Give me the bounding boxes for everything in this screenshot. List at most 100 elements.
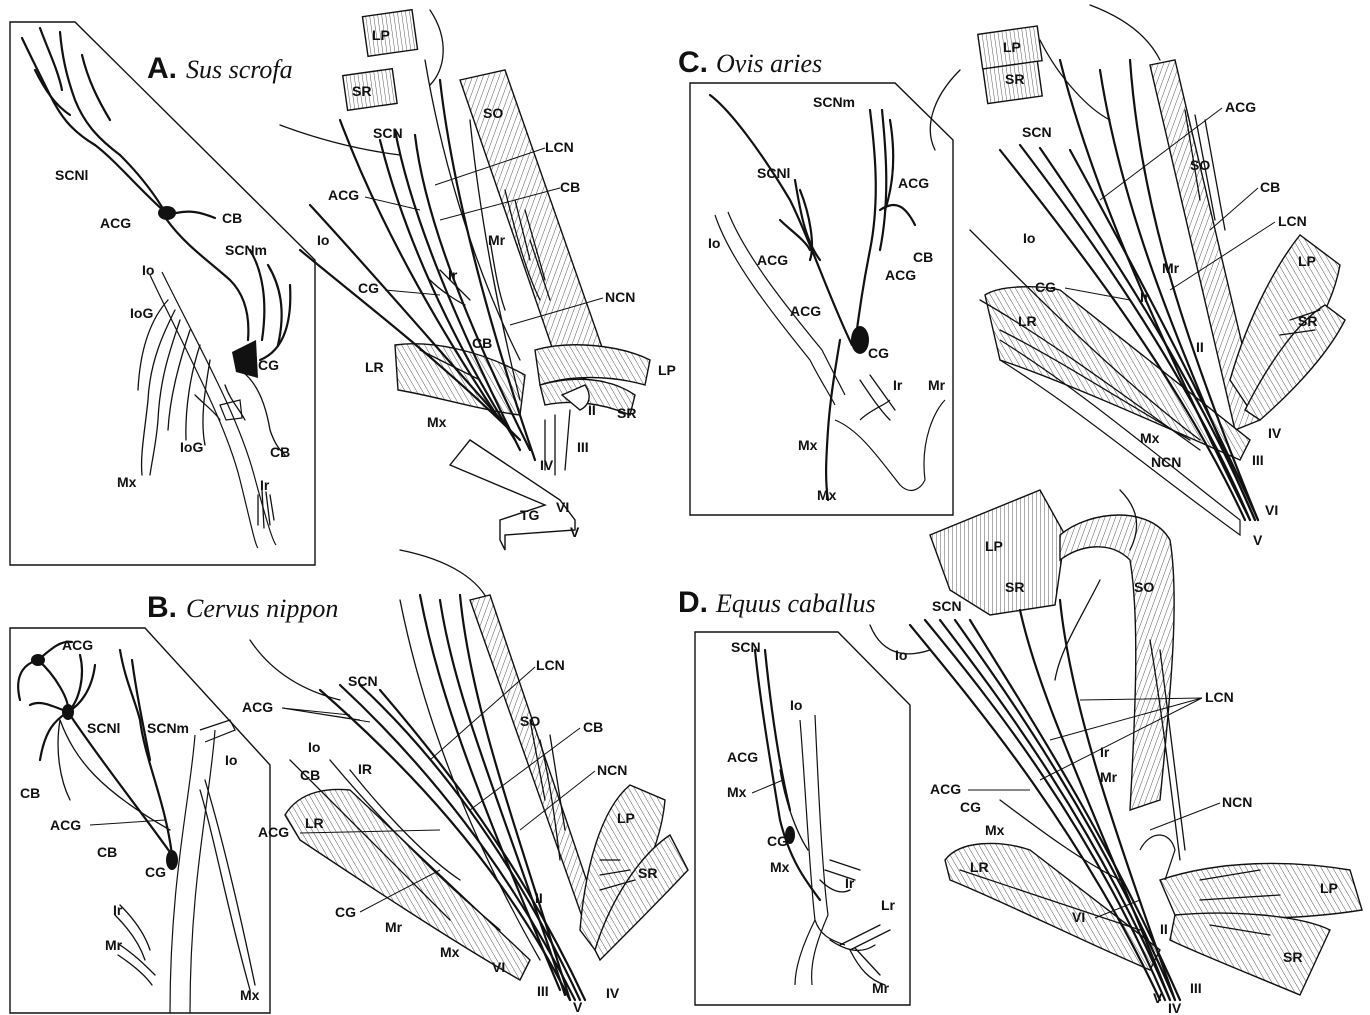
b-lp: LP bbox=[617, 810, 635, 826]
panel-d-inset: SCN Io ACG Mx CG Mx Ir Lr Mr bbox=[695, 632, 910, 1005]
a-sr: SR bbox=[617, 405, 636, 421]
b-vi: VI bbox=[492, 959, 505, 975]
c-inset-scnl: SCNl bbox=[757, 165, 790, 181]
d-io: Io bbox=[895, 647, 907, 663]
b-cb2: CB bbox=[300, 767, 320, 783]
c-inset-io: Io bbox=[708, 235, 720, 251]
b-inset-mr: Mr bbox=[105, 937, 123, 953]
a-lp-top: LP bbox=[372, 27, 390, 43]
b-scn: SCN bbox=[348, 673, 378, 689]
b-cb1: CB bbox=[583, 719, 603, 735]
a-inset-io: Io bbox=[142, 262, 154, 278]
a-lp: LP bbox=[658, 362, 676, 378]
c-so: SO bbox=[1190, 157, 1210, 173]
c-vi: VI bbox=[1265, 502, 1278, 518]
c-ncn: NCN bbox=[1151, 454, 1181, 470]
a-cg: CG bbox=[358, 280, 379, 296]
d-inset-mr: Mr bbox=[872, 980, 890, 996]
d-inset-ir: Ir bbox=[845, 875, 855, 891]
b-mr: Mr bbox=[385, 919, 403, 935]
d-iii: III bbox=[1190, 980, 1202, 996]
d-cg: CG bbox=[960, 799, 981, 815]
b-cg: CG bbox=[335, 904, 356, 920]
d-lr: LR bbox=[970, 859, 989, 875]
a-inset-iog1: IoG bbox=[130, 305, 153, 321]
c-iv: IV bbox=[1268, 425, 1282, 441]
b-inset-cb2: CB bbox=[97, 844, 117, 860]
panel-d: D. Equus caballus SCN Io ACG Mx CG Mx Ir… bbox=[678, 490, 1362, 1015]
d-inset-mx1: Mx bbox=[727, 784, 747, 800]
a-inset-ir: Ir bbox=[260, 477, 270, 493]
panel-b: B. Cervus nippon ACG SCNl SCNm Io CB ACG bbox=[10, 550, 688, 1015]
b-lr: LR bbox=[305, 815, 324, 831]
c-inset-cb: CB bbox=[913, 249, 933, 265]
c-lcn: LCN bbox=[1278, 213, 1307, 229]
c-cb: CB bbox=[1260, 179, 1280, 195]
a-mr: Mr bbox=[488, 232, 506, 248]
b-inset-io: Io bbox=[225, 752, 237, 768]
d-v: V bbox=[1153, 990, 1163, 1006]
a-cb2: CB bbox=[472, 335, 492, 351]
a-inset-mx: Mx bbox=[117, 474, 137, 490]
a-mx: Mx bbox=[427, 414, 447, 430]
b-iii: III bbox=[537, 983, 549, 999]
c-lp: LP bbox=[1298, 253, 1316, 269]
a-inset-acg: ACG bbox=[100, 215, 131, 231]
panel-c: C. Ovis aries SCNm SCNl ACG Io CB ACG AC… bbox=[678, 5, 1345, 548]
b-so: SO bbox=[520, 713, 540, 729]
d-ncn: NCN bbox=[1222, 794, 1252, 810]
b-inset-acg1: ACG bbox=[62, 637, 93, 653]
c-inset-acg3: ACG bbox=[885, 267, 916, 283]
a-inset-cg: CG bbox=[258, 357, 279, 373]
c-inset-mx1: Mx bbox=[798, 437, 818, 453]
panel-c-inset: SCNm SCNl ACG Io CB ACG ACG ACG CG Ir Mr… bbox=[690, 83, 953, 515]
d-lp-top: LP bbox=[985, 538, 1003, 554]
a-inset-cb2: CB bbox=[270, 444, 290, 460]
d-inset-lr: Lr bbox=[881, 897, 896, 913]
d-so: SO bbox=[1134, 579, 1154, 595]
panel-c-main: LP SR bbox=[930, 5, 1345, 548]
a-lcn: LCN bbox=[545, 139, 574, 155]
c-v: V bbox=[1253, 532, 1263, 548]
panel-c-species: Ovis aries bbox=[716, 49, 822, 78]
a-cb1: CB bbox=[560, 179, 580, 195]
b-v: V bbox=[573, 999, 583, 1015]
d-inset-scn: SCN bbox=[731, 639, 761, 655]
a-scn: SCN bbox=[373, 125, 403, 141]
b-acg1: ACG bbox=[242, 699, 273, 715]
panel-c-letter: C. bbox=[678, 46, 708, 79]
c-io: Io bbox=[1023, 230, 1035, 246]
a-inset-cb1: CB bbox=[222, 210, 242, 226]
panel-d-letter: D. bbox=[678, 586, 708, 619]
c-mx: Mx bbox=[1140, 430, 1160, 446]
b-acg2: ACG bbox=[258, 824, 289, 840]
a-acg: ACG bbox=[328, 187, 359, 203]
c-inset-acg2: ACG bbox=[757, 252, 788, 268]
a-so: SO bbox=[483, 105, 503, 121]
d-sr-top: SR bbox=[1005, 579, 1024, 595]
a-v: V bbox=[570, 524, 580, 540]
d-iv: IV bbox=[1168, 1000, 1182, 1015]
c-mr: Mr bbox=[1162, 260, 1180, 276]
panel-b-inset: ACG SCNl SCNm Io CB ACG CB CG Ir Mr Mx bbox=[10, 628, 270, 1013]
b-ncn: NCN bbox=[597, 762, 627, 778]
d-sr: SR bbox=[1283, 949, 1302, 965]
b-inset-acg2: ACG bbox=[50, 817, 81, 833]
panel-a-letter: A. bbox=[147, 52, 177, 85]
d-lcn: LCN bbox=[1205, 689, 1234, 705]
a-ncn: NCN bbox=[605, 289, 635, 305]
c-inset-mr: Mr bbox=[928, 377, 946, 393]
d-lp: LP bbox=[1320, 880, 1338, 896]
a-ir: Ir bbox=[448, 267, 458, 283]
b-iv: IV bbox=[606, 985, 620, 1001]
panel-d-main: LP SR SO bbox=[870, 490, 1362, 1015]
d-ii: II bbox=[1160, 921, 1168, 937]
c-acg: ACG bbox=[1225, 99, 1256, 115]
a-vi: VI bbox=[556, 499, 569, 515]
panel-a-main: LP SR SO bbox=[280, 10, 676, 550]
a-sr-top: SR bbox=[352, 83, 371, 99]
c-inset-acg1: ACG bbox=[898, 175, 929, 191]
b-mx: Mx bbox=[440, 944, 460, 960]
b-inset-scnl: SCNl bbox=[87, 720, 120, 736]
